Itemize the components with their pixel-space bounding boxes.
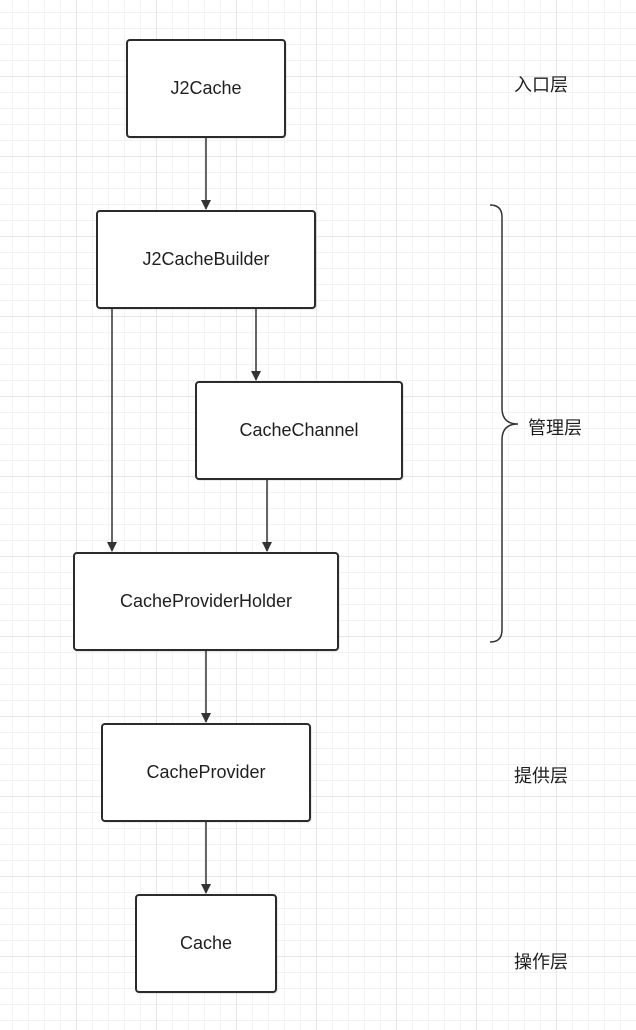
node-cache-label: Cache xyxy=(179,933,233,953)
layer-label-provider: 提供层 xyxy=(514,766,568,787)
management-layer-brace xyxy=(489,204,519,643)
node-cache-provider-holder-label: CacheProviderHolder xyxy=(119,591,293,611)
node-cache-provider-holder[interactable]: CacheProviderHolder xyxy=(73,552,339,651)
layer-label-management: 管理层 xyxy=(528,418,582,439)
layer-label-entry: 入口层 xyxy=(514,75,568,96)
node-cache-channel-label: CacheChannel xyxy=(239,420,359,440)
node-j2cache-builder[interactable]: J2CacheBuilder xyxy=(96,210,316,309)
node-cache-channel[interactable]: CacheChannel xyxy=(195,381,403,480)
node-cache-provider[interactable]: CacheProvider xyxy=(101,723,311,822)
node-cache-provider-label: CacheProvider xyxy=(146,762,266,782)
layer-label-operation: 操作层 xyxy=(514,952,568,973)
node-cache[interactable]: Cache xyxy=(135,894,277,993)
node-j2cache-label: J2Cache xyxy=(170,78,242,98)
node-j2cache[interactable]: J2Cache xyxy=(126,39,286,138)
node-j2cache-builder-label: J2CacheBuilder xyxy=(142,249,270,269)
